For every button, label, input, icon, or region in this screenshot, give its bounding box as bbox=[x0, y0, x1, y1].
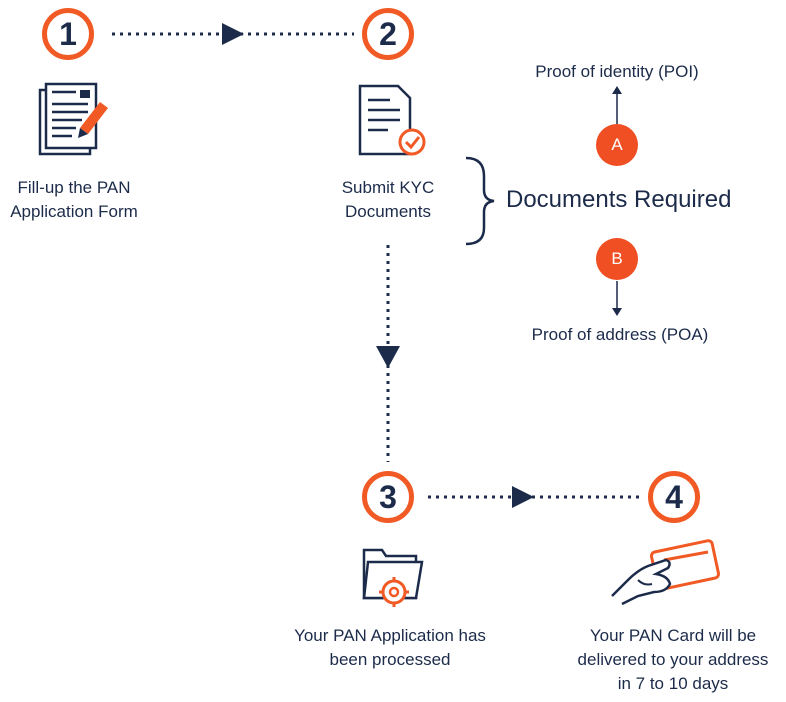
step-4-caption: Your PAN Card will be delivered to your … bbox=[562, 624, 784, 696]
poa-label: Proof of address (POA) bbox=[531, 325, 709, 344]
arrow-head-2-3 bbox=[376, 346, 400, 368]
arrow-head-1-2 bbox=[222, 23, 244, 45]
application-form-pencil-icon bbox=[38, 82, 108, 156]
arrow-head-3-4 bbox=[512, 486, 534, 508]
poi-label: Proof of identity (POI) bbox=[535, 62, 699, 81]
step-4-caption-line-3: in 7 to 10 days bbox=[617, 674, 729, 693]
step-4-caption-line-1: Your PAN Card will be bbox=[589, 626, 757, 645]
documents-required-title: Documents Required bbox=[506, 186, 732, 213]
step-2-number: 2 bbox=[362, 8, 414, 60]
step-4-number: 4 bbox=[648, 471, 700, 523]
step-1-number: 1 bbox=[42, 8, 94, 60]
arrow-up-poi-head bbox=[612, 86, 622, 94]
step-3-caption-line-1: Your PAN Application has bbox=[294, 626, 486, 645]
step-1-caption-line-2: Application Form bbox=[10, 202, 138, 221]
step-3-caption-line-2: been processed bbox=[329, 650, 451, 669]
hand-card-icon bbox=[611, 539, 721, 606]
step-1-caption: Fill-up the PAN Application Form bbox=[0, 176, 148, 224]
badge-a: A bbox=[596, 124, 638, 166]
arrow-down-poa-head bbox=[612, 308, 622, 316]
step-4-caption-line-2: delivered to your address bbox=[577, 650, 769, 669]
step-2-caption: Submit KYC Documents bbox=[318, 176, 458, 224]
badge-b: B bbox=[596, 238, 638, 280]
step-3-caption: Your PAN Application has been processed bbox=[270, 624, 510, 672]
curly-brace bbox=[465, 156, 495, 246]
step-1-caption-line-1: Fill-up the PAN bbox=[17, 178, 131, 197]
step-3-number: 3 bbox=[362, 471, 414, 523]
document-check-icon bbox=[358, 84, 426, 156]
step-2-caption-line-1: Submit KYC bbox=[341, 178, 435, 197]
folder-gear-icon bbox=[362, 548, 424, 607]
step-2-caption-line-2: Documents bbox=[345, 202, 431, 221]
